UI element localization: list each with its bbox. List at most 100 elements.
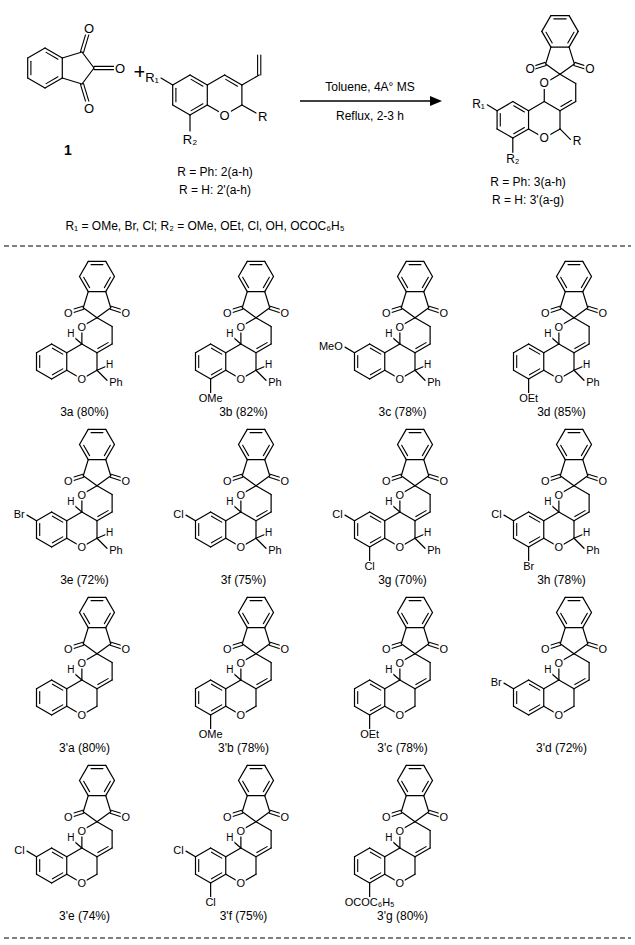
bond-line (226, 79, 238, 86)
bond-line (487, 105, 497, 111)
bond-line (414, 857, 415, 875)
bond-line (82, 68, 94, 84)
bond-line (355, 848, 370, 857)
bond-line (36, 857, 37, 875)
bond-line (430, 831, 431, 849)
bond-line (250, 432, 262, 433)
bond-line (385, 344, 400, 353)
bond-line (583, 628, 588, 644)
bond-line (497, 129, 513, 138)
bond-line (409, 768, 421, 769)
bond-line (514, 680, 529, 689)
bond-line (161, 78, 173, 85)
bond-line (46, 77, 58, 84)
bond-line (406, 765, 424, 766)
bond-line (97, 822, 112, 831)
bond-line (581, 277, 587, 287)
atom-label: O (279, 307, 290, 318)
bond-line (247, 765, 265, 766)
bond-line (247, 795, 265, 796)
bond-line (83, 292, 88, 308)
bond-line (551, 47, 569, 48)
bond-line (37, 344, 52, 353)
atom-label: O (236, 710, 247, 721)
bond-line (406, 597, 424, 598)
bond-line (239, 597, 248, 612)
compound-label: 3'e (74%) (58, 910, 111, 922)
bond-line (398, 597, 407, 612)
bond-line (37, 680, 52, 689)
atom-label: O (597, 643, 608, 654)
substituent-label: OEt (518, 393, 539, 404)
bond-line (355, 874, 370, 883)
bond-line (409, 600, 421, 601)
bond-line (67, 680, 82, 689)
bond-line (225, 857, 226, 875)
substituent-label: Ph (267, 376, 282, 387)
bond-line (271, 327, 272, 345)
bond-line (255, 521, 256, 539)
substituent-label: OMe (198, 393, 224, 404)
bond-line (561, 613, 567, 623)
bond-line (265, 292, 270, 308)
bond-line (243, 445, 249, 455)
atom-label: O (438, 643, 449, 654)
compound-label: 3a (80%) (59, 406, 110, 418)
bond-line (569, 47, 574, 64)
bond-line (415, 476, 429, 486)
compound-label: 3'c (78%) (376, 742, 428, 754)
atom-label: O (554, 374, 565, 385)
bond-line (573, 521, 574, 539)
bond-line (424, 628, 429, 644)
bond-line (97, 654, 112, 663)
bond-line (561, 277, 567, 287)
substituent-label: OMe (198, 729, 224, 740)
series-label: R = H: 2'(a-h) (178, 184, 252, 196)
atom-label: O (438, 475, 449, 486)
bond-line (247, 597, 265, 598)
bond-line (263, 613, 269, 623)
reagent-text: Toluene, 4A° MS (324, 81, 416, 93)
bond-line (513, 353, 514, 371)
bond-line (514, 538, 529, 547)
atom-label: O (236, 542, 247, 553)
bond-line (355, 538, 370, 547)
substituent-label: Ph (426, 544, 441, 555)
bond-line (369, 883, 370, 897)
bond-line (210, 379, 211, 393)
bond-line (241, 85, 242, 105)
bond-line (52, 516, 62, 522)
bond-line (39, 692, 40, 704)
bond-line (256, 812, 270, 822)
bond-line (516, 524, 517, 536)
bond-line (207, 85, 208, 105)
bond-line (28, 48, 45, 58)
atom-label: O (222, 475, 233, 486)
atom-label: O (77, 710, 88, 721)
series-label: R = Ph: 2(a-h) (176, 166, 254, 178)
bond-line (370, 516, 380, 522)
bond-line (384, 689, 385, 707)
bond-line (52, 852, 62, 858)
bond-line (37, 538, 52, 547)
atom-label: O (219, 109, 231, 122)
bond-line (247, 291, 265, 292)
bond-line (265, 429, 274, 444)
bond-line (560, 308, 574, 318)
bond-line (354, 857, 355, 875)
substituent-label: R₁ (144, 71, 160, 84)
bond-line (560, 644, 574, 654)
bond-line (80, 429, 89, 444)
bond-line (82, 680, 97, 689)
bond-line (84, 277, 90, 287)
substituent-label: MeO (318, 340, 344, 351)
bond-line (561, 445, 567, 455)
bond-line (414, 353, 415, 371)
bond-line (574, 308, 588, 318)
bond-line (88, 627, 106, 628)
bond-line (354, 689, 355, 707)
bond-line (496, 111, 497, 129)
bond-line (196, 874, 211, 883)
substituent-label: R₁ (471, 98, 486, 110)
